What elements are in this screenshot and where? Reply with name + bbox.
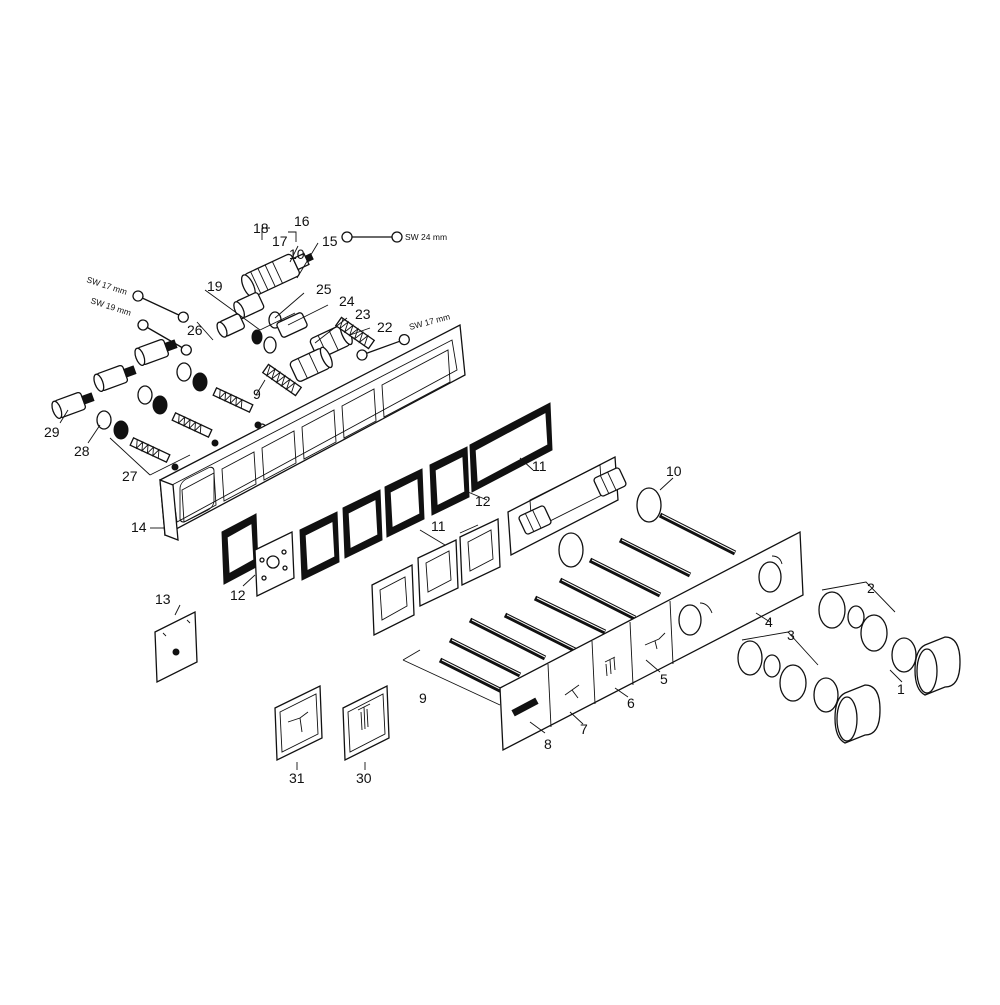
- part-label-24: 24: [339, 293, 355, 309]
- part-number-labels: 18 16 17 10 15 19 25 24 23 22 26 9 29 28…: [44, 213, 905, 786]
- part-label-23: 23: [355, 306, 371, 322]
- wrench-icon: [137, 319, 192, 356]
- knob-parts: [737, 591, 961, 744]
- part-label-19: 17: [272, 233, 288, 249]
- part-label-31: 31: [289, 770, 305, 786]
- part-label-10: 10: [289, 246, 305, 262]
- o-rings: [558, 487, 662, 568]
- mounting-frame: [159, 323, 466, 541]
- gaskets: [221, 402, 553, 598]
- part-label-9-lower: 9: [419, 690, 427, 706]
- valve-parts-rows: [51, 338, 262, 471]
- part-label-25: 25: [316, 281, 332, 297]
- wrench-icon: [356, 333, 410, 361]
- thermostat-cartridge-assembly: [216, 252, 376, 433]
- screws: [438, 512, 737, 698]
- part-label-29: 29: [44, 424, 60, 440]
- part-label-8: 8: [544, 736, 552, 752]
- part-label-20: 18: [253, 220, 269, 236]
- part-label-2: 2: [867, 580, 875, 596]
- part-label-17: 15: [322, 233, 338, 249]
- part-label-9-upper: 9: [253, 386, 261, 402]
- part-label-3: 3: [787, 627, 795, 643]
- wrench-label-sw24: SW 24 mm: [405, 232, 447, 242]
- part-label-5: 5: [660, 671, 668, 687]
- valve-base-plate: [507, 455, 627, 557]
- wrench-icon: [132, 290, 189, 323]
- part-label-22: 22: [377, 319, 393, 335]
- part-label-28: 28: [74, 443, 90, 459]
- wrench-icon: [341, 231, 403, 243]
- front-trim-panel: [499, 530, 804, 752]
- mounting-brackets: [371, 517, 501, 637]
- part-label-6: 6: [627, 695, 635, 711]
- part-label-15: 13: [155, 591, 171, 607]
- wrench-icons: [132, 231, 410, 361]
- part-label-13: 11: [431, 518, 446, 534]
- part-label-11: 11: [532, 458, 547, 474]
- part-label-30: 30: [356, 770, 372, 786]
- button-tiles-spare: [274, 684, 390, 762]
- cover-plate: [154, 610, 198, 684]
- part-label-1: 1: [897, 681, 905, 697]
- wrench-label-sw17-left: SW 17 mm: [85, 274, 128, 296]
- part-label-27: 27: [122, 468, 138, 484]
- wrench-label-sw19: SW 19 mm: [89, 295, 132, 317]
- part-label-16: 14: [131, 519, 147, 535]
- part-label-18: 16: [294, 213, 310, 229]
- wrench-label-sw17-right: SW 17 mm: [408, 311, 451, 332]
- part-label-10-lower: 10: [666, 463, 682, 479]
- part-label-21: 19: [207, 278, 223, 294]
- part-label-7: 7: [580, 721, 588, 737]
- part-label-12: 12: [475, 493, 491, 509]
- leader-lines: [59, 227, 903, 770]
- part-label-14: 12: [230, 587, 246, 603]
- part-label-4: 4: [765, 614, 773, 630]
- part-label-26: 26: [187, 322, 203, 338]
